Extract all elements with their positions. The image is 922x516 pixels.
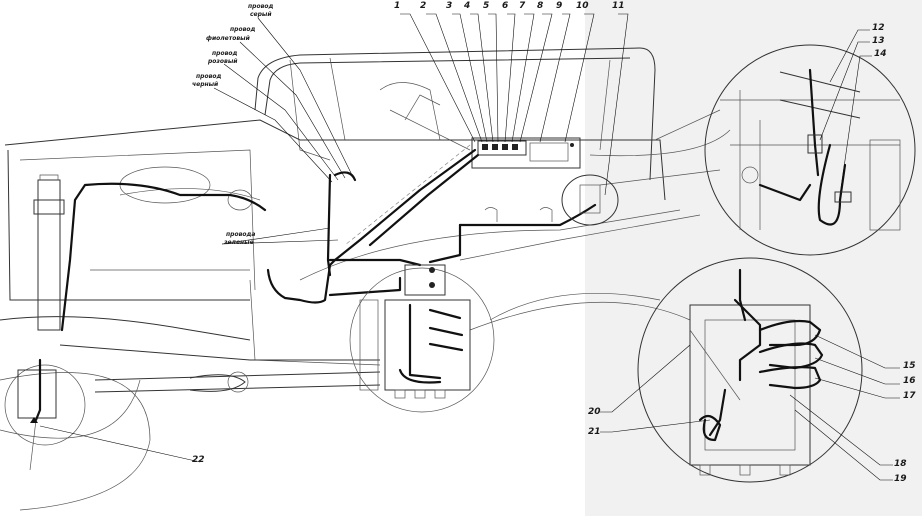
callout-9: 9 [556, 1, 563, 11]
callout-8: 8 [537, 1, 544, 11]
tractor-body [0, 119, 701, 393]
wiring-harness [266, 144, 597, 304]
wire-green-label-2: зеленые [224, 239, 254, 246]
callout-17: 17 [903, 391, 916, 401]
leader-arcs [0, 109, 731, 511]
callout-5: 5 [483, 1, 490, 11]
wire-grey-label-2: серый [250, 11, 272, 18]
callout-4: 4 [464, 1, 471, 11]
hydraulic-distributor [349, 264, 495, 413]
callout-15: 15 [903, 361, 916, 371]
control-box [471, 137, 581, 169]
wire-pink-label-1: провод [212, 50, 238, 57]
lift-cylinder [33, 174, 267, 332]
wire-black-label-1: провод [196, 73, 222, 80]
callout-19: 19 [894, 474, 907, 484]
rear-axle-detail [17, 358, 249, 471]
callout-20: 20 [588, 407, 601, 417]
callout-1: 1 [394, 1, 401, 11]
wire-pink-label-2: розовый [208, 58, 238, 65]
detail-zoom-upper [704, 44, 916, 256]
callout-2: 2 [420, 1, 427, 11]
callout-6: 6 [502, 1, 509, 11]
wire-green-label-1: провода [226, 231, 256, 238]
callout-13: 13 [872, 36, 885, 46]
callout-22: 22 [192, 455, 205, 465]
fittings [484, 174, 619, 226]
wire-violet-label-2: фиолетовый [206, 35, 250, 42]
callout-18: 18 [894, 459, 907, 469]
wire-violet-label-1: провод [230, 26, 256, 33]
callout-7: 7 [519, 1, 526, 11]
callout-14: 14 [874, 49, 887, 59]
callout-10: 10 [576, 1, 589, 11]
callout-3: 3 [446, 1, 453, 11]
callout-21: 21 [588, 427, 601, 437]
callout-16: 16 [903, 376, 916, 386]
wire-black-label-2: черный [192, 81, 219, 88]
cab-outline [254, 47, 656, 181]
callout-11: 11 [612, 1, 625, 11]
callout-12: 12 [872, 23, 885, 33]
wire-grey-label-1: провод [248, 3, 274, 10]
detail-zoom-lower [637, 257, 863, 483]
callout-leaders [213, 13, 900, 481]
